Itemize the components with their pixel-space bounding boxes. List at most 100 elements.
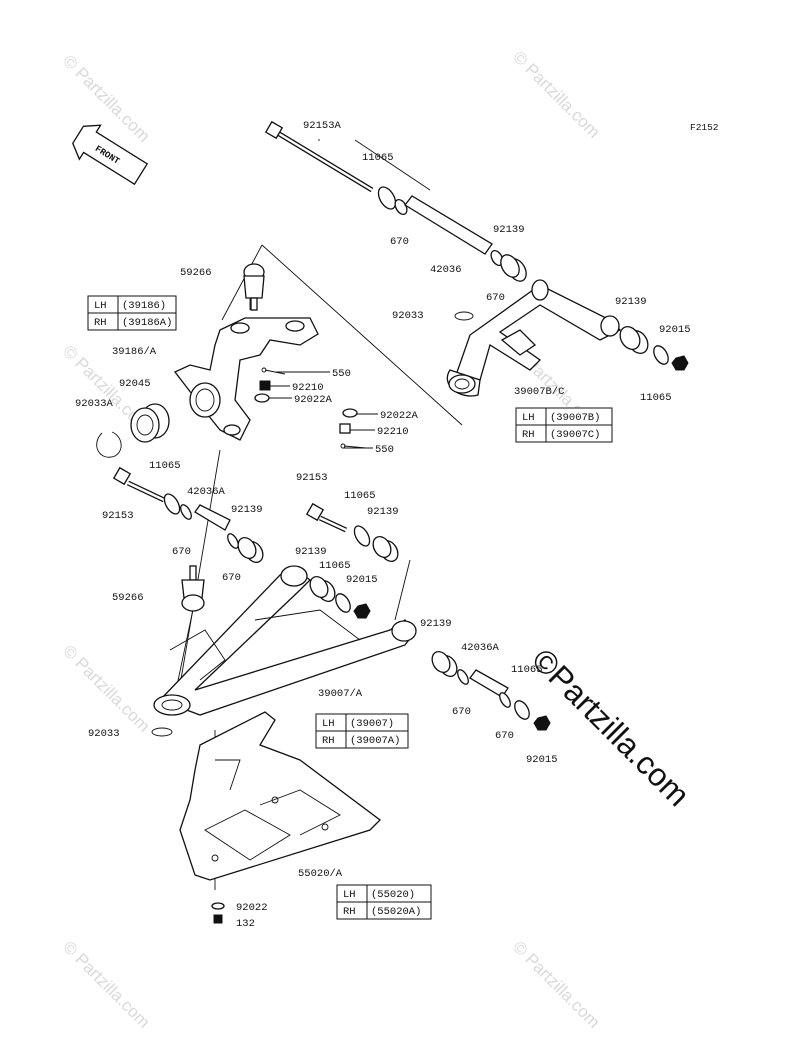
label-92033A: 92033A [75,398,114,410]
table-knuckle: LH (39186) RH (39186A) [87,295,177,331]
table-rh: RH [343,906,356,918]
label-92015: 92015 [346,574,378,586]
table-lower-arm: LH (39007) RH (39007A) [315,713,409,749]
table-rh: RH [322,735,335,747]
label-550: 550 [375,444,394,456]
label-670: 670 [486,292,505,304]
steering-knuckle [173,317,319,441]
watermark: © Partzilla.com [509,937,603,1031]
bushing-92139-c [237,537,264,563]
washer-11065-c [163,493,181,515]
label-670: 670 [172,546,191,558]
circlip-92033-b [151,727,173,737]
label-92153A: 92153A [303,120,342,132]
label-92022: 92022 [236,902,268,914]
sleeve-42036A-b [469,669,509,698]
label-92139: 92139 [615,296,647,308]
table-lh: LH [322,718,335,730]
label-59266: 59266 [180,267,212,279]
label-132: 132 [236,918,255,930]
label-42036A: 42036A [187,486,226,498]
washer-11065-d [353,525,371,547]
bearing-92045 [130,403,170,443]
label-42036: 42036 [430,264,462,276]
label-11065: 11065 [149,460,181,472]
washer-92022A [254,393,270,403]
part-labels: 92153A 11065 670 42036 92139 670 92139 9… [75,120,691,930]
label-11065: 11065 [344,490,376,502]
watermark: © Partzilla.com [509,47,603,141]
label-39007BC: 39007B/C [514,386,564,398]
label-92015: 92015 [526,754,558,766]
bushing-92139-e [309,576,336,602]
seal-670-f [499,692,511,708]
table-lh: LH [94,300,107,312]
table-rh-part: (39007A) [350,735,400,747]
table-rh-part: (39186A) [122,317,172,329]
label-670: 670 [222,572,241,584]
table-lh-part: (39186) [122,300,166,312]
bolt-92153 [112,466,166,503]
table-guard: LH (55020) RH (55020A) [336,884,432,920]
label-11065: 11065 [511,664,543,676]
table-rh: RH [522,429,535,441]
seal-670-d [227,533,239,549]
washer-11065-b [653,345,669,365]
label-92153: 92153 [296,472,328,484]
nut-92015-c [533,715,551,731]
castle-nut-92210-b [339,423,351,434]
brand-watermark: ©Partzilla.com [525,641,697,813]
label-670: 670 [390,236,409,248]
front-arrow-icon: FRONT [72,124,149,186]
label-92033: 92033 [392,310,424,322]
label-59266: 59266 [112,592,144,604]
seal-670-e [457,669,469,685]
upper-a-arm [446,279,622,397]
label-92045: 92045 [119,378,151,390]
label-92153: 92153 [102,510,134,522]
rod-92153A [264,120,374,193]
label-92022A: 92022A [380,410,419,422]
label-92210: 92210 [377,426,409,438]
table-rh: RH [94,317,107,329]
table-upper-arm: LH (39007B) RH (39007C) [515,407,613,443]
skid-plate-guard [179,711,381,881]
bushing-92139 [500,254,527,282]
cotter-pin-550 [261,367,286,375]
watermark: © Partzilla.com [59,51,153,145]
label-11065: 11065 [362,152,394,164]
circlip-92033A [96,431,122,458]
table-lh-part: (39007) [350,718,394,730]
watermark-group: © Partzilla.com © Partzilla.com © Partzi… [59,47,603,1031]
figure-code: F2152 [690,122,719,133]
washer-11065-f [514,700,530,720]
bushing-92139-f [431,651,458,677]
sleeve-42036A [194,504,231,531]
castle-nut-92210 [259,380,271,391]
label-39186A: 39186/A [112,346,157,358]
label-55020A: 55020/A [298,868,343,880]
washer-92022 [211,902,225,910]
watermark: © Partzilla.com [59,937,153,1031]
label-670: 670 [452,706,471,718]
label-92139: 92139 [295,546,327,558]
cotter-pin-550-b [340,443,367,449]
label-92139: 92139 [231,504,263,516]
label-92139: 92139 [367,506,399,518]
table-lh-part: (55020) [371,889,415,901]
table-rh-part: (39007C) [550,429,600,441]
circlip-92033 [454,311,474,321]
bushing-92139-d [372,536,399,562]
nut-92015-b [353,603,371,619]
label-11065: 11065 [640,392,672,404]
lower-a-arm [153,565,417,716]
bolt-92153-b [305,502,348,533]
table-rh-part: (55020A) [371,906,421,918]
label-92139: 92139 [420,618,452,630]
ball-joint-59266-b [181,565,205,612]
label-39007A: 39007/A [318,688,363,700]
label-92139: 92139 [493,224,525,236]
bushing-92139-b [619,326,649,354]
